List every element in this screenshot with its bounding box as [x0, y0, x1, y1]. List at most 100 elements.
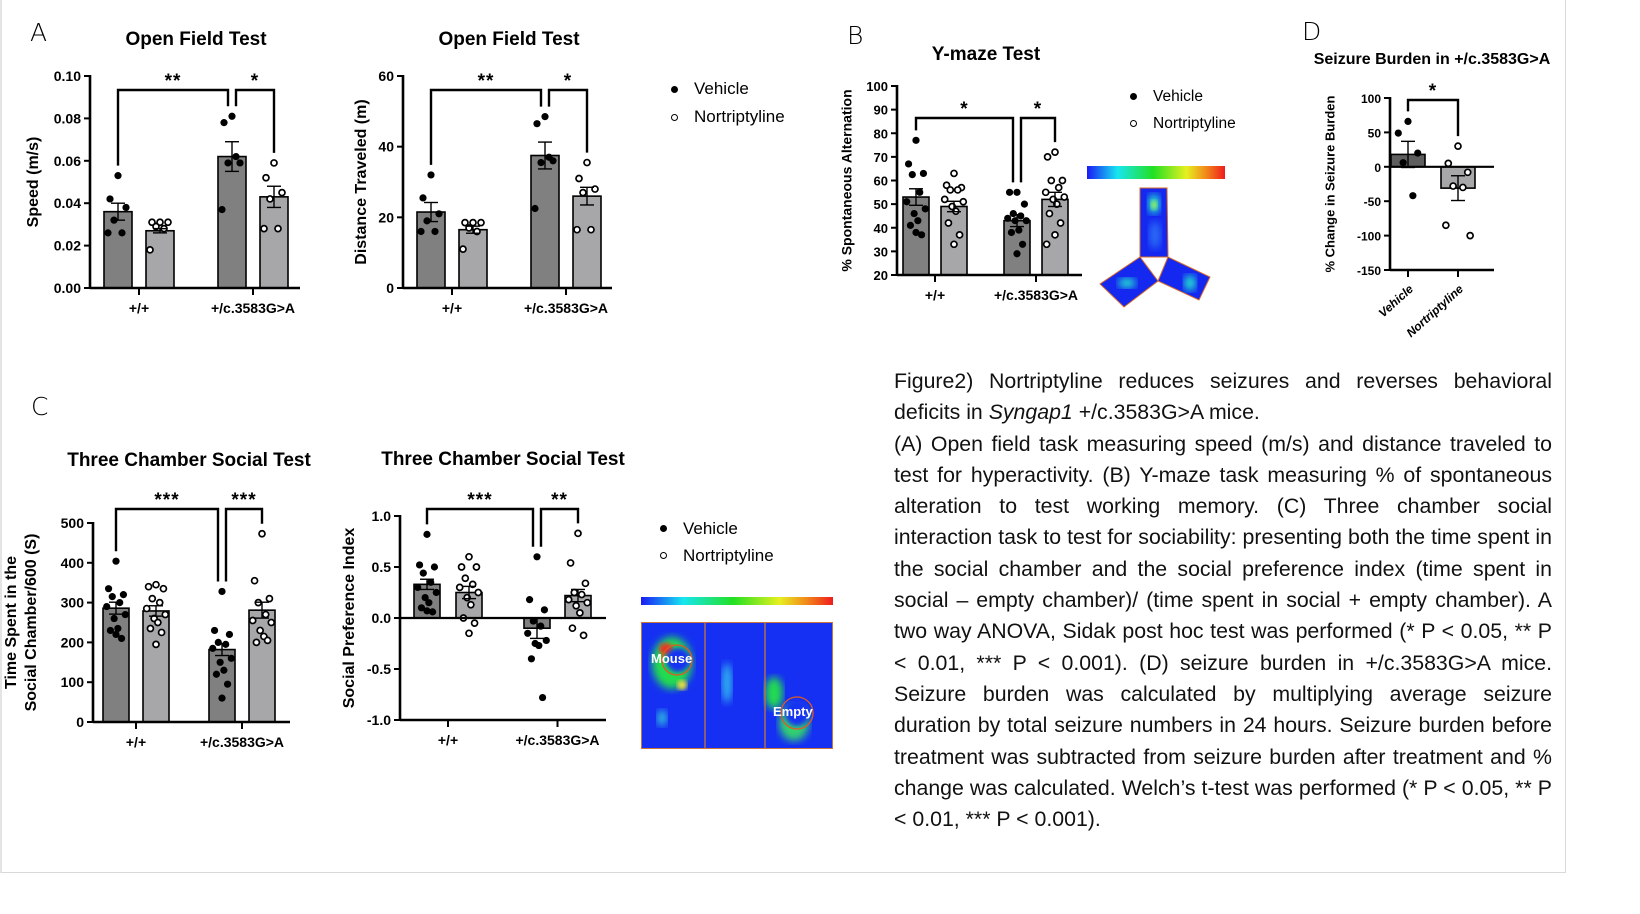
significance-label: * [1429, 81, 1437, 102]
legend-c: Vehicle Nortriptyline [660, 515, 774, 569]
y-tick-label: 0.08 [54, 110, 81, 126]
data-point [953, 186, 962, 194]
figure-frame [0, 0, 1566, 873]
data-point [106, 195, 114, 203]
data-point [263, 636, 272, 645]
y-tick-label: -0.5 [367, 661, 391, 677]
data-point [944, 219, 953, 227]
caption-title-end: +/c.3583G>A mice. [1072, 400, 1260, 425]
y-tick-label: 60 [378, 68, 394, 84]
chart-title: Open Field Test [438, 29, 580, 50]
y-tick-label: 40 [874, 221, 888, 236]
data-point [535, 641, 543, 650]
data-point [417, 604, 426, 612]
data-point [421, 594, 429, 602]
y-tick-label: -50 [1364, 195, 1382, 209]
data-point [573, 225, 581, 234]
y-tick-label: -1.0 [367, 712, 391, 728]
data-point [278, 188, 286, 197]
data-point [461, 574, 470, 583]
x-category-label: +/+ [442, 300, 462, 316]
data-point [545, 153, 553, 161]
significance-bracket [429, 88, 543, 165]
data-point [1060, 193, 1069, 201]
significance-label: * [564, 71, 572, 92]
data-point [477, 218, 485, 227]
data-point [1051, 148, 1059, 156]
bar-vehicle [416, 211, 446, 289]
chart-seizure: Seizure Burden in +/c.3583G>A % Change in… [1314, 51, 1551, 340]
x-category-label: +/c.3583G>A [994, 287, 1078, 303]
x-category-label: +/c.3583G>A [515, 732, 599, 748]
y-tick-label: -150 [1357, 264, 1381, 278]
chart-title: Y-maze Test [932, 44, 1041, 65]
data-point [266, 195, 274, 203]
data-point [112, 630, 120, 639]
data-point [112, 557, 120, 565]
data-point [1051, 230, 1059, 239]
legend-vehicle: Vehicle [683, 518, 738, 538]
y-tick-label: 20 [874, 268, 888, 283]
data-point [104, 585, 113, 593]
data-point [455, 583, 464, 592]
data-point [910, 209, 918, 218]
chart-title: Seizure Burden in +/c.3583G>A [1314, 51, 1551, 68]
data-point [568, 624, 577, 633]
data-point [419, 194, 427, 202]
data-point [122, 203, 130, 212]
y-tick-label: 0 [76, 714, 84, 730]
data-point [579, 631, 588, 640]
data-point [414, 583, 422, 592]
data-point [465, 552, 473, 561]
data-point [950, 240, 958, 249]
y-axis-label: % Change in Seizure Burden [1322, 95, 1337, 272]
significance-label: ** [551, 490, 568, 511]
significance-bracket [914, 116, 1015, 183]
data-point [459, 245, 467, 253]
data-point [529, 617, 537, 625]
vehicle-marker-icon [671, 85, 678, 93]
data-point [157, 628, 166, 637]
bar-nortriptyline [572, 195, 602, 289]
bar-vehicle [530, 154, 560, 289]
y-tick-label: -100 [1357, 230, 1381, 244]
data-point [1007, 228, 1016, 237]
data-point [1459, 183, 1467, 192]
significance-label: * [251, 71, 259, 92]
data-point [225, 630, 234, 639]
data-point [1399, 159, 1407, 167]
data-point [218, 205, 226, 214]
y-tick-label: 90 [874, 103, 888, 118]
data-point [114, 172, 122, 180]
data-point [1404, 117, 1412, 125]
data-point [222, 640, 230, 648]
caption-body: (A) Open field task measuring speed (m/s… [894, 431, 1552, 832]
vehicle-marker-icon [660, 525, 667, 532]
data-point [472, 563, 481, 571]
significance-bracket [539, 507, 580, 547]
data-point [108, 593, 116, 601]
data-point [531, 204, 539, 213]
data-point [570, 588, 579, 597]
data-point [470, 619, 479, 627]
y-tick-label: 0.06 [54, 153, 81, 169]
data-point [261, 610, 270, 619]
data-point [431, 227, 439, 236]
data-point [154, 618, 162, 627]
significance-bracket [116, 88, 230, 166]
y-tick-label: 0.02 [54, 238, 81, 254]
data-point [583, 598, 592, 607]
x-category-label: +/c.3583G>A [211, 300, 295, 316]
data-point [1042, 240, 1051, 249]
data-point [1466, 231, 1474, 240]
social-chamber-label: Mouse [651, 651, 693, 666]
data-point [576, 609, 584, 617]
y-tick-label: 100 [866, 79, 888, 94]
significance-bracket [234, 88, 276, 153]
data-point [1020, 200, 1029, 208]
data-point [227, 654, 235, 662]
data-point [465, 629, 473, 638]
